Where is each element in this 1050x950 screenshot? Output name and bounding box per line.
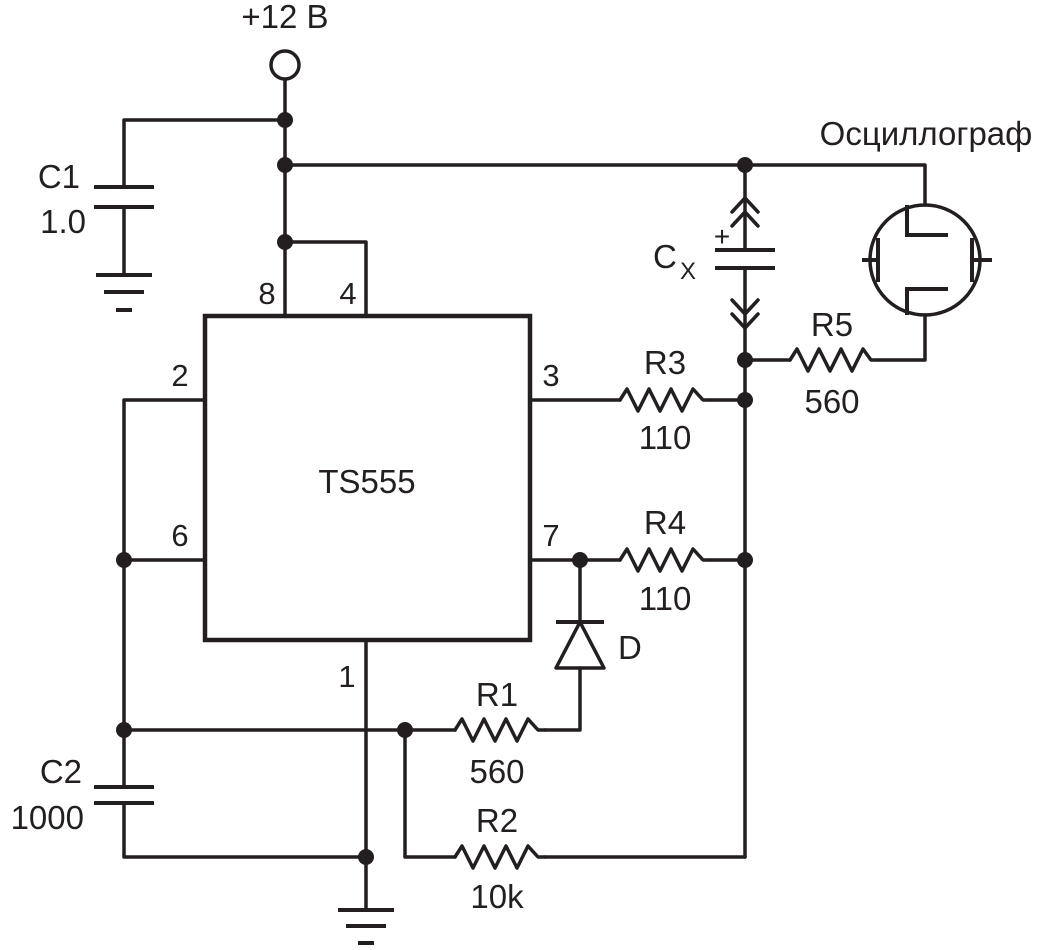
diode-d — [554, 620, 606, 670]
resistor-r5 — [788, 347, 880, 373]
capacitor-c1 — [94, 185, 154, 209]
r3-ref: R3 — [644, 344, 686, 381]
wire-r2 — [403, 728, 747, 859]
resistor-r4 — [618, 547, 712, 573]
junction-dot — [737, 157, 753, 173]
junctions — [116, 112, 753, 865]
junction-dot — [116, 552, 132, 568]
junction-dot — [397, 722, 413, 738]
ic-name: TS555 — [318, 463, 415, 500]
junction-dot — [737, 352, 753, 368]
r2-value: 10k — [470, 878, 524, 915]
junction-dot — [116, 722, 132, 738]
junction-dot — [737, 552, 753, 568]
r4-value: 110 — [639, 580, 692, 617]
supply-label: +12 В — [241, 0, 328, 35]
cx-subscript: X — [680, 258, 696, 285]
pin-1-label: 1 — [338, 659, 355, 694]
r1-value: 560 — [469, 753, 524, 790]
resistor-r1 — [453, 717, 547, 743]
supply-terminal — [269, 49, 301, 81]
c1-value: 1.0 — [40, 203, 86, 240]
pin-3-label: 3 — [542, 358, 559, 393]
pin-2-label: 2 — [171, 358, 188, 393]
r3-value: 110 — [639, 419, 692, 456]
r4-ref: R4 — [644, 504, 686, 541]
c2-value: 1000 — [11, 799, 84, 836]
cx-plus-sign: + — [714, 221, 730, 252]
pin-8-label: 8 — [258, 276, 275, 311]
pin-6-label: 6 — [171, 518, 188, 553]
cx-ref: C — [653, 238, 677, 275]
pin-7-label: 7 — [542, 518, 559, 553]
c1-ref: C1 — [38, 158, 80, 195]
junction-dot — [737, 392, 753, 408]
c2-ref: C2 — [40, 753, 82, 790]
r1-ref: R1 — [476, 676, 518, 713]
junction-dot — [277, 234, 293, 250]
resistor-r2 — [453, 844, 547, 870]
wire-c1 — [122, 118, 287, 277]
capacitor-cx — [715, 196, 775, 330]
wire-top-rail — [283, 163, 927, 207]
junction-dot — [358, 849, 374, 865]
wire-pin4 — [283, 240, 368, 318]
r5-ref: R5 — [811, 306, 853, 343]
ground-main-icon — [338, 908, 394, 945]
d-ref: D — [618, 629, 642, 666]
resistor-r3 — [618, 387, 712, 413]
probe-arrow-bottom-icon — [730, 298, 760, 330]
junction-dot — [277, 157, 293, 173]
capacitor-c2 — [94, 785, 154, 805]
pin-4-label: 4 — [339, 276, 356, 311]
oscilloscope-icon — [862, 203, 992, 317]
oscilloscope-label: Осциллограф — [820, 115, 1033, 152]
junction-dot — [572, 552, 588, 568]
wire-diode — [543, 558, 582, 732]
ground-c1-icon — [96, 273, 152, 312]
junction-dot — [277, 112, 293, 128]
probe-arrow-top-icon — [730, 196, 760, 228]
wire-left-loop — [122, 398, 368, 859]
ic-ts555 — [202, 313, 533, 643]
r2-ref: R2 — [476, 802, 518, 839]
r5-value: 560 — [804, 383, 859, 420]
